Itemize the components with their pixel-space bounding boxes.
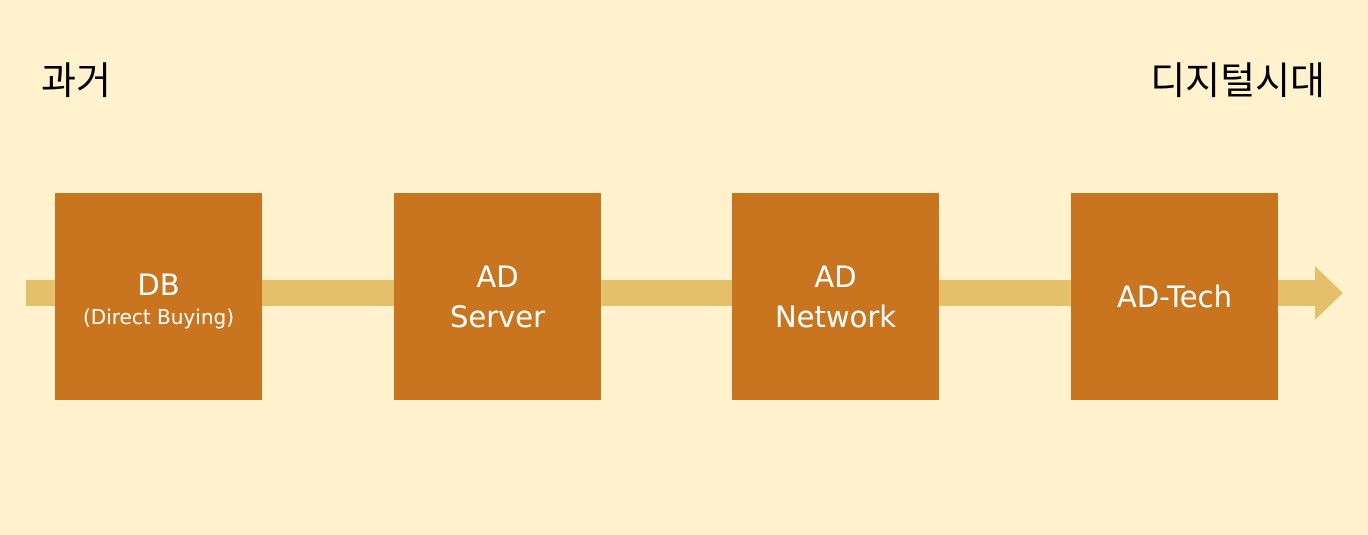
timeline-arrow — [26, 266, 1343, 320]
stage-ad-server-box: AD Server — [394, 193, 601, 400]
stage-ad-server-line2: Server — [449, 299, 546, 334]
stage-db-box: DB (Direct Buying) — [55, 193, 262, 400]
past-label: 과거 — [41, 59, 111, 103]
stage-db-subtitle: (Direct Buying) — [82, 304, 234, 329]
stage-ad-tech-title: AD-Tech — [1117, 279, 1232, 314]
stage-ad-network-line2: Network — [774, 299, 897, 334]
stage-ad-tech-box: AD-Tech — [1071, 193, 1278, 400]
digital-era-label: 디지털시대 — [1150, 59, 1325, 103]
timeline-arrow-shape — [26, 266, 1343, 320]
stage-ad-server-line1: AD — [476, 259, 519, 294]
stage-db-title: DB — [137, 267, 180, 302]
stage-ad-network-line1: AD — [814, 259, 857, 294]
stage-ad-network-box: AD Network — [732, 193, 939, 400]
